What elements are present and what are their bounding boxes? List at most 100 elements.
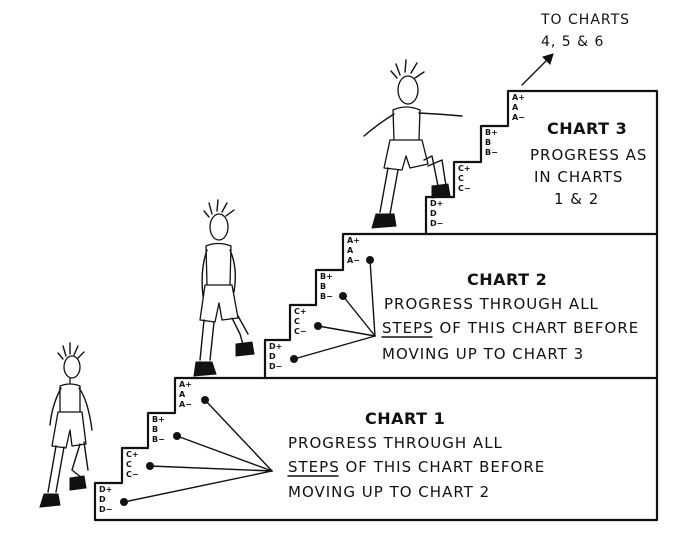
step-label: B− [152,435,165,444]
climber-figure-1 [39,342,93,508]
step-dot [290,355,298,363]
chart1-line1: PROGRESS THROUGH ALL [288,434,503,452]
chart3-line3: 1 & 2 [554,190,599,208]
step-label: D− [269,362,282,371]
shorts [199,284,239,323]
chart3-title: CHART 3 [547,119,627,138]
arms [363,112,463,137]
step-label: A [179,390,186,399]
step-label: D [99,495,106,504]
climber-figure-2 [193,199,255,377]
step-label: D+ [430,199,443,208]
chart1-text: CHART 1 PROGRESS THROUGH ALL STEPS OF TH… [287,409,545,501]
chart1-line2: STEPS OF THIS CHART BEFORE [288,458,545,476]
chart2-line1: PROGRESS THROUGH ALL [384,295,599,313]
step-label: A [347,246,354,255]
chart3-line1: PROGRESS AS [530,146,647,164]
step-labels: D+ D D− C+ C C− B+ B B− A+ A A− D+ D D− … [99,93,525,514]
up-arrow [521,53,554,86]
connector-line [176,435,273,472]
connector-line [317,325,376,337]
step-dot [146,462,154,470]
connector-line [293,335,376,360]
climber-figure-3 [363,59,463,229]
step-label: B+ [320,272,333,281]
step-dot [120,498,128,506]
step-label: A− [512,113,525,122]
top-note-line1: TO CHARTS [540,12,630,28]
head [209,213,229,241]
top-note: TO CHARTS 4, 5 & 6 [540,12,630,50]
step-label: B+ [152,415,165,424]
step-label: B [152,425,158,434]
step-label: D [269,352,276,361]
head [63,355,81,379]
hair [57,342,85,360]
step-label: C [126,460,132,469]
foot [39,493,61,508]
step-dot [173,432,181,440]
step-label: A+ [347,236,360,245]
chart1-title: CHART 1 [365,409,445,428]
step-label: C+ [126,450,139,459]
chart2-step-labels: D+ D D− C+ C C− B+ B B− A+ A A− [269,236,360,371]
step-label: D− [430,219,443,228]
connector-line [342,295,376,337]
connector-line [149,465,273,472]
step-label: D+ [99,485,112,494]
step-label: D+ [269,342,282,351]
step-label: A− [179,400,192,409]
chart2-title: CHART 2 [467,270,547,289]
legs [199,315,249,361]
arrow-shaft [521,57,550,86]
chart1-connectors [120,396,273,506]
step-label: C+ [458,164,471,173]
chart2-connectors [290,256,376,363]
step-label: B [320,282,326,291]
step-label: B [485,138,491,147]
torso [392,106,421,143]
chart2-stair-outline [263,232,659,380]
chart3-step-labels: D+ D D− C+ C C− B+ B B− A+ A A− [430,93,525,228]
chart2-line3: MOVING UP TO CHART 3 [382,345,584,363]
chart1-stair-outline [93,376,659,522]
step-label: B− [320,292,333,301]
legs [379,155,447,215]
foot [371,213,397,229]
step-label: C [294,317,300,326]
torso [205,242,232,288]
shorts [51,411,87,449]
head [397,75,419,105]
step-dot [314,322,322,330]
arms [49,387,93,431]
arms [201,249,237,297]
arrow-head [542,53,554,65]
step-label: C+ [294,307,307,316]
step-label: A+ [512,93,525,102]
connector-line [123,470,273,503]
step-label: D− [99,505,112,514]
chart1-line3: MOVING UP TO CHART 2 [288,483,490,501]
step-label: A− [347,256,360,265]
step-label: C− [126,470,139,479]
step-label: D [430,209,437,218]
connector-line [204,399,273,472]
chart3-line2: IN CHARTS [534,168,623,186]
chart1-step-labels: D+ D D− C+ C C− B+ B B− A+ A A− [99,380,192,514]
chart2-text: CHART 2 PROGRESS THROUGH ALL STEPS OF TH… [381,270,639,363]
connector-line [369,259,376,337]
step-label: B− [485,148,498,157]
chart3-text: CHART 3 PROGRESS AS IN CHARTS 1 & 2 [530,119,647,208]
step-label: C− [458,184,471,193]
step-dot [366,256,374,264]
chart2-line2: STEPS OF THIS CHART BEFORE [382,319,639,337]
step-dot [339,292,347,300]
top-note-line2: 4, 5 & 6 [541,34,604,50]
hair [203,199,235,218]
torso [59,377,81,415]
legs [47,441,89,493]
step-label: C [458,174,464,183]
foot [431,183,451,199]
